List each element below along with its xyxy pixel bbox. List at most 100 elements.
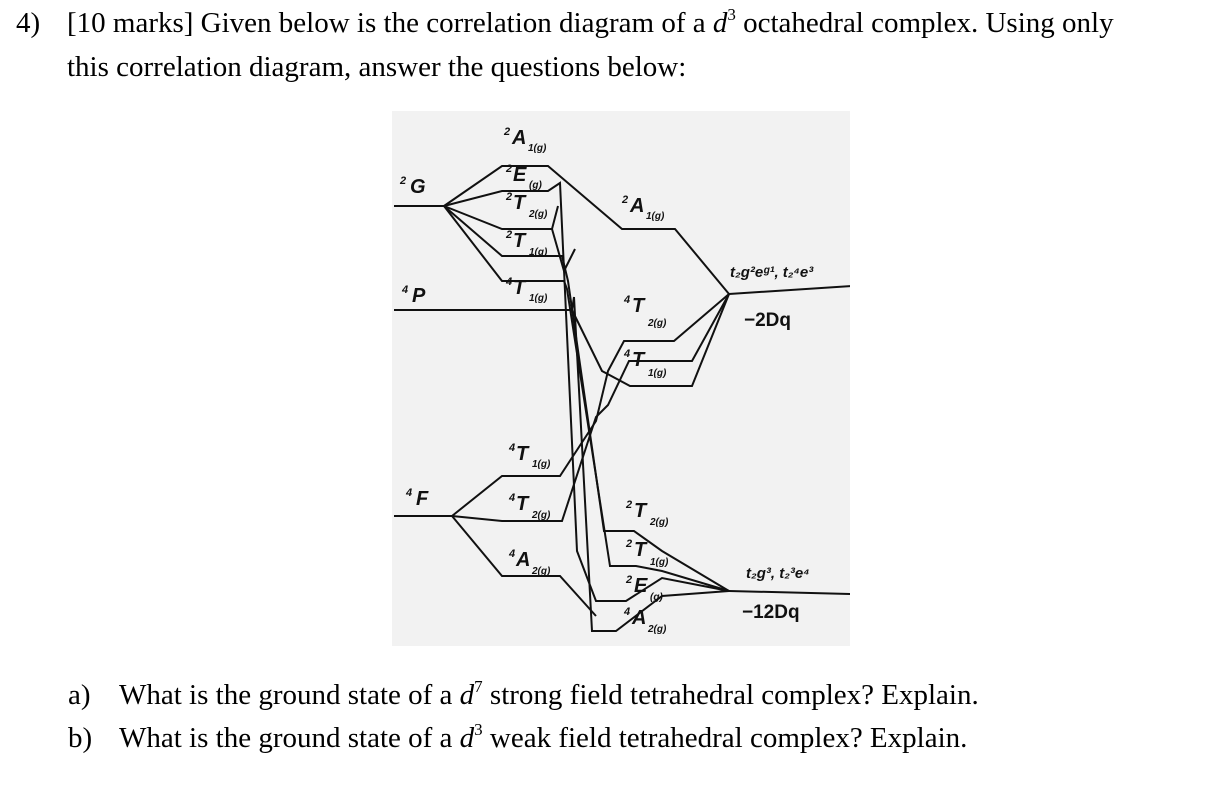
svg-text:4: 4 [623,606,630,618]
svg-text:4: 4 [405,487,412,499]
svg-text:2: 2 [625,538,632,550]
label-4A2g-right: 4 A 2(g) [623,606,667,635]
question-line-1: [10 marks] Given below is the correlatio… [67,5,1114,45]
subquestion-a: What is the ground state of a d7 strong … [119,677,979,717]
subquestion-b-post: weak field tetrahedral complex? Explain. [482,722,968,754]
svg-text:(g): (g) [650,592,663,603]
subquestion-a-power: 7 [474,677,483,696]
label-4A2g-left: 4 A 2(g) [508,548,551,577]
line-2T2-b [551,228,576,274]
svg-text:1(g): 1(g) [529,293,548,304]
line-2T2-low [443,205,730,592]
label-4T2g-right: 4 T 2(g) [623,294,667,329]
svg-text:2(g): 2(g) [647,624,667,635]
subquestion-a-marker: a) [68,679,91,711]
svg-text:(g): (g) [529,180,542,191]
subquestion-a-pre: What is the ground state of a [119,679,460,711]
label-2A1g-right: 2 A 1(g) [621,194,665,222]
svg-text:4: 4 [401,284,408,296]
upper-energy: −2Dq [744,310,791,331]
svg-text:2: 2 [505,191,512,203]
lower-level-line [728,590,850,595]
svg-text:A: A [515,549,530,571]
svg-text:4: 4 [623,348,630,360]
upper-level-line [728,285,850,295]
subquestion-b: What is the ground state of a d3 weak fi… [119,720,967,760]
svg-text:4: 4 [508,548,515,560]
svg-text:1(g): 1(g) [646,211,665,222]
d-symbol: d [712,7,728,39]
label-2T2g-left: 2 T 2(g) [505,191,548,220]
term-4F: 4 F [405,487,429,510]
question-line1-tail: octahedral complex. Using only [735,7,1114,39]
svg-text:G: G [410,176,426,198]
svg-text:A: A [511,127,526,149]
svg-text:2(g): 2(g) [531,510,551,521]
question-number: 4) [16,7,41,39]
label-2T2g-right: 2 T 2(g) [625,499,669,528]
svg-text:F: F [416,488,429,510]
term-2G: 2 G [399,175,426,198]
svg-text:2: 2 [621,194,628,206]
svg-text:2: 2 [399,175,406,187]
svg-text:A: A [631,607,646,629]
line-4T1-lower [451,293,730,517]
svg-text:T: T [634,500,648,522]
question-line-2: this correlation diagram, answer the que… [67,51,687,83]
svg-text:2: 2 [505,163,512,175]
svg-text:2: 2 [625,574,632,586]
label-4T1g-right: 4 T 1(g) [623,348,667,379]
svg-text:T: T [632,349,646,371]
svg-text:1(g): 1(g) [532,459,551,470]
subquestion-a-d: d [459,679,475,711]
d-power: 3 [727,5,736,24]
svg-text:1(g): 1(g) [648,368,667,379]
svg-text:E: E [513,164,527,186]
svg-text:T: T [634,539,648,561]
line-4T1-upper [571,293,730,387]
label-2A1g-left: 2 A 1(g) [503,126,547,154]
label-2Eg-left: 2 E (g) [505,163,542,191]
line-4T2 [451,293,730,522]
svg-text:4: 4 [508,442,515,454]
lower-energy: −12Dq [742,602,800,623]
label-2T1g-right: 2 T 1(g) [625,538,669,568]
line-2A1 [443,165,730,295]
subquestion-b-pre: What is the ground state of a [119,722,460,754]
label-4T1g-left-upper: 4 T 1(g) [505,276,548,304]
svg-text:T: T [513,230,527,252]
svg-text:E: E [634,575,648,597]
lower-configuration: t₂g³, t₂³e⁴ [746,565,810,582]
subquestion-b-marker: b) [68,722,93,754]
svg-text:2: 2 [625,499,632,511]
correlation-diagram-svg: 2 G 4 P 4 F 2 A 1(g) 2 E (g) 2 T 2(g) [394,126,850,635]
line-4A2-right [571,296,730,632]
correlation-diagram: 2 G 4 P 4 F 2 A 1(g) 2 E (g) 2 T 2(g) [392,111,850,646]
svg-text:4: 4 [505,276,512,288]
line-2E [443,181,730,602]
upper-configuration: t₂g²eᵍ¹, t₂⁴e³ [730,264,814,281]
svg-text:2: 2 [505,229,512,241]
term-4P: 4 P [401,284,426,307]
svg-text:2: 2 [503,126,510,138]
subquestion-b-power: 3 [474,720,483,739]
svg-text:T: T [516,443,530,465]
svg-text:A: A [629,195,644,217]
label-4T1g-left-lower: 4 T 1(g) [508,442,551,470]
svg-text:1(g): 1(g) [528,143,547,154]
question-marks: [10 marks] Given below is the correlatio… [67,7,713,39]
svg-text:2(g): 2(g) [649,517,669,528]
svg-text:T: T [513,277,527,299]
label-4T2g-left: 4 T 2(g) [508,492,551,521]
svg-text:2(g): 2(g) [528,209,548,220]
svg-text:2(g): 2(g) [531,566,551,577]
label-2T1g-left: 2 T 1(g) [505,229,548,258]
line-2T2-a [443,205,559,230]
line-4A2 [451,515,597,617]
svg-text:2(g): 2(g) [647,318,667,329]
svg-text:P: P [412,285,426,307]
svg-text:T: T [516,493,530,515]
svg-text:4: 4 [623,294,630,306]
svg-text:T: T [632,295,646,317]
svg-text:1(g): 1(g) [529,247,548,258]
